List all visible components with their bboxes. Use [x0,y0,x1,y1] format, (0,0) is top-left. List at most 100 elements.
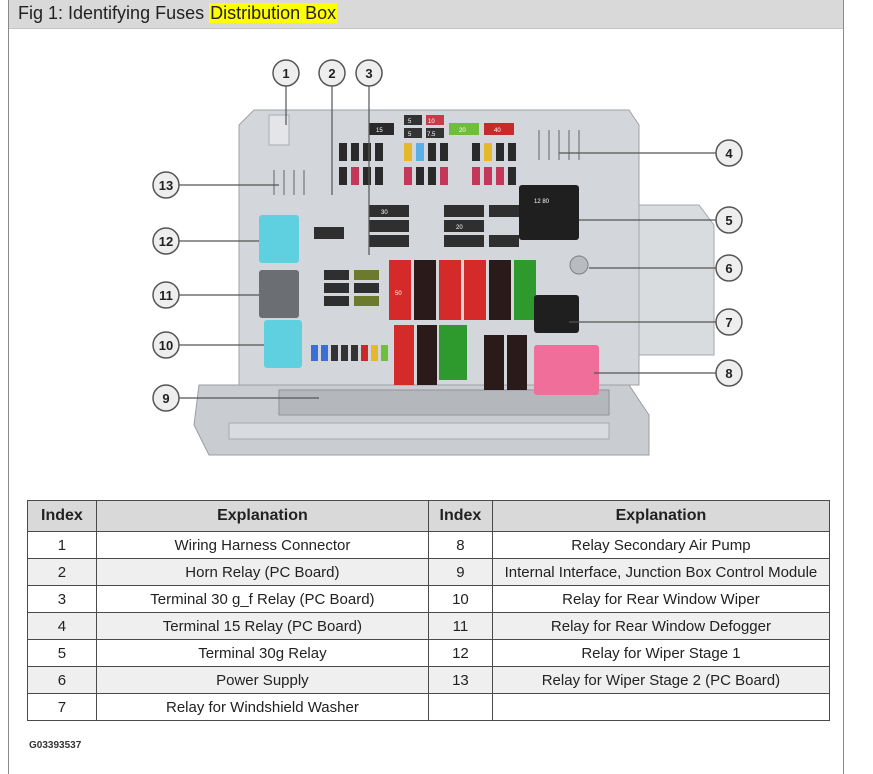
callout-13: 13 [152,171,180,199]
svg-text:10: 10 [428,119,435,125]
mini-fuse-row-top [369,115,514,138]
cell-index: 5 [27,639,97,667]
fuse-box-illustration: 12 80 [152,59,743,456]
cell-explanation: Terminal 30 g_f Relay (PC Board) [95,585,429,613]
cell-explanation: Wiring Harness Connector [95,531,429,559]
svg-text:11: 11 [159,288,173,303]
relay-7 [534,295,579,333]
cell-index: 13 [427,666,493,694]
cell-explanation: Relay for Wiper Stage 2 (PC Board) [491,666,831,694]
callout-2: 2 [318,59,346,87]
relay-8 [534,345,599,395]
callout-3: 3 [355,59,383,87]
small-fuse-grid [339,143,516,185]
table-row: 7 Relay for Windshield Washer [27,693,831,721]
callouts: 1 2 3 4 5 6 7 8 9 10 11 12 13 [152,59,743,412]
cell-index: 11 [427,612,493,640]
col-header-index: Index [27,500,97,532]
svg-text:20: 20 [456,225,463,231]
svg-text:7: 7 [725,315,732,330]
svg-text:6: 6 [725,261,732,276]
col-header-index-2: Index [427,500,493,532]
side-bracket [638,204,715,356]
relay-5 [519,185,579,240]
table-row: 5 Terminal 30g Relay 12 Relay for Wiper … [27,639,831,667]
svg-text:9: 9 [162,391,169,406]
svg-text:12: 12 [159,234,173,249]
table-row: 3 Terminal 30 g_f Relay (PC Board) 10 Re… [27,585,831,613]
table-row: 4 Terminal 15 Relay (PC Board) 11 Relay … [27,612,831,640]
svg-text:15: 15 [376,128,383,134]
callout-7: 7 [715,308,743,336]
svg-text:2: 2 [328,66,335,81]
mini-fuse-row-lower [311,345,388,361]
svg-text:40: 40 [494,128,501,134]
fuse-rating-labels: 5 10 5 7.5 15 20 40 30 20 50 [376,119,501,297]
cell-index: 9 [427,558,493,586]
cell-index: 8 [427,531,493,559]
figure-title: Fig 1: Identifying Fuses Distribution Bo… [18,3,338,24]
cell-index: 6 [27,666,97,694]
cell-explanation: Relay for Rear Window Wiper [491,585,831,613]
top-rib [268,114,290,146]
fuse-index-table: Index Explanation Index Explanation 1 Wi… [27,500,831,721]
cell-explanation: Power Supply [95,666,429,694]
cell-explanation: Relay Secondary Air Pump [491,531,831,559]
cell-explanation: Relay for Rear Window Defogger [491,612,831,640]
cell-explanation [491,693,831,721]
svg-text:50: 50 [395,291,402,297]
document-frame: Fig 1: Identifying Fuses Distribution Bo… [8,0,844,774]
svg-text:30: 30 [381,210,388,216]
svg-text:5: 5 [408,119,412,125]
table-row: 1 Wiring Harness Connector 8 Relay Secon… [27,531,831,559]
cell-explanation: Terminal 30g Relay [95,639,429,667]
cell-explanation: Terminal 15 Relay (PC Board) [95,612,429,640]
relay-5-marking: 12 80 [534,199,550,205]
svg-text:8: 8 [725,366,732,381]
cell-index: 12 [427,639,493,667]
svg-text:1: 1 [282,66,289,81]
svg-text:4: 4 [725,146,733,161]
callout-5: 5 [715,206,743,234]
callout-11: 11 [152,281,180,309]
tray-slot [228,422,610,440]
callout-8: 8 [715,359,743,387]
svg-text:3: 3 [365,66,372,81]
callout-12: 12 [152,227,180,255]
cell-explanation: Horn Relay (PC Board) [95,558,429,586]
svg-text:5: 5 [408,132,412,138]
callout-10: 10 [152,331,180,359]
svg-text:13: 13 [159,178,173,193]
cell-index: 2 [27,558,97,586]
col-header-explanation-2: Explanation [491,500,831,532]
svg-text:20: 20 [459,128,466,134]
table-header-row: Index Explanation Index Explanation [27,500,831,532]
figure-code: G03393537 [29,740,82,751]
power-supply-stud [569,255,589,275]
cell-index: 4 [27,612,97,640]
cell-explanation: Relay for Windshield Washer [95,693,429,721]
figure-header: Fig 1: Identifying Fuses Distribution Bo… [9,0,843,29]
callout-9: 9 [152,384,180,412]
maxi-fuse-row-middle [389,260,536,320]
cell-index [427,693,493,721]
callout-4: 4 [715,139,743,167]
maxi-fuse-row-lower [394,325,527,390]
relay-10 [264,320,302,368]
svg-text:10: 10 [159,338,173,353]
cell-index: 7 [27,693,97,721]
relay-12 [259,215,299,263]
title-prefix: Fig 1: Identifying Fuses [18,3,210,23]
table-row: 6 Power Supply 13 Relay for Wiper Stage … [27,666,831,694]
cell-index: 10 [427,585,493,613]
callout-leaders [179,85,727,399]
maxi-fuse-block-left [324,270,379,306]
vent-group-right [538,130,580,160]
maxi-fuse-block-upper [314,205,519,247]
svg-text:7.5: 7.5 [427,132,436,138]
callout-6: 6 [715,254,743,282]
relay-11 [259,270,299,318]
cell-index: 3 [27,585,97,613]
svg-text:5: 5 [725,213,732,228]
cell-explanation: Internal Interface, Junction Box Control… [491,558,831,586]
